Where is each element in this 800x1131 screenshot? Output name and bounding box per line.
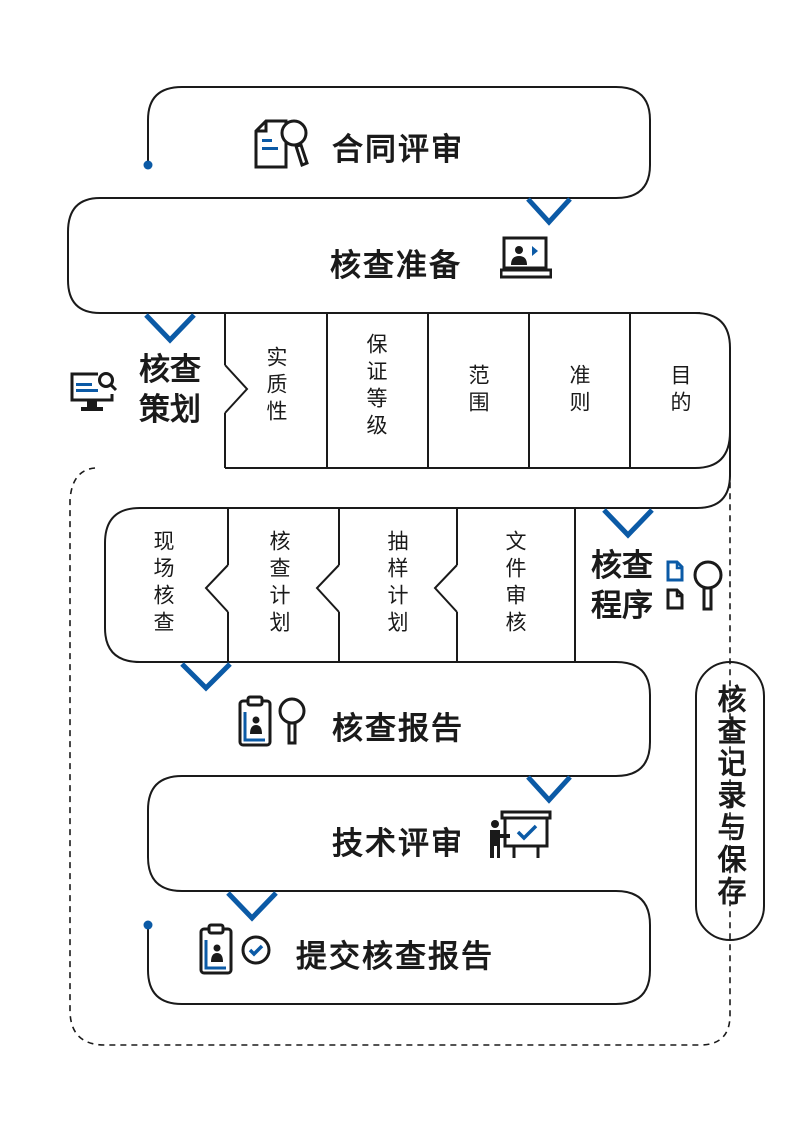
planning-cell-assurance-level: 保证等级 (364, 333, 388, 441)
tech-review-box (147, 775, 616, 892)
chevron-down-icon (180, 662, 232, 692)
report-box (182, 661, 651, 777)
monitor-search-icon (68, 370, 120, 414)
procedure-title-line1: 核查 (591, 548, 653, 584)
planning-box-tail (140, 430, 731, 509)
procedure-cell-sampling-plan: 抽样计划 (385, 530, 409, 638)
side-label-pill (695, 661, 765, 941)
step-title-planning: 核查 策划 (139, 350, 209, 430)
document-magnifier-icon (252, 117, 312, 172)
planning-cell-scope: 范围 (466, 364, 490, 418)
contract-review-box (100, 86, 651, 199)
start-dot (143, 160, 153, 170)
chevron-down-icon (526, 197, 572, 226)
side-label-records-retention: 核查记录与保存 (713, 684, 747, 908)
procedure-cell-verification-plan: 核查计划 (267, 530, 291, 638)
planning-title-line2: 策划 (139, 392, 201, 428)
clipboard-magnifier-icon (237, 694, 307, 748)
prep-box (67, 197, 700, 314)
step-title-contract-review: 合同评审 (332, 132, 464, 168)
chevron-down-icon (226, 891, 278, 922)
procedure-box (104, 507, 616, 663)
chevron-down-icon (602, 508, 654, 539)
chevron-down-icon (144, 313, 196, 344)
submit-box (147, 890, 651, 1005)
planning-cell-substantive: 实质性 (264, 346, 288, 427)
procedure-title-line2: 程序 (591, 588, 653, 624)
procedure-cell-onsite: 现场核查 (151, 530, 175, 638)
planning-cell-criteria: 准则 (567, 364, 591, 418)
chevron-down-icon (526, 775, 572, 804)
documents-magnifier-icon (664, 558, 728, 614)
step-title-procedure: 核查 程序 (591, 546, 661, 626)
records-dashed-boundary (69, 467, 731, 1046)
planning-cell-objective: 目的 (668, 364, 692, 418)
step-title-prep: 核查准备 (330, 248, 462, 284)
procedure-cell-document-review: 文件审核 (503, 530, 527, 638)
planning-title-line1: 核查 (139, 352, 201, 388)
step-title-tech-review: 技术评审 (332, 826, 464, 862)
end-dot (143, 920, 153, 930)
laptop-presenter-icon (499, 235, 553, 279)
step-title-report: 核查报告 (332, 711, 464, 747)
presentation-check-icon (488, 810, 552, 860)
clipboard-check-icon (198, 922, 278, 976)
step-title-submit-report: 提交核查报告 (296, 939, 494, 975)
